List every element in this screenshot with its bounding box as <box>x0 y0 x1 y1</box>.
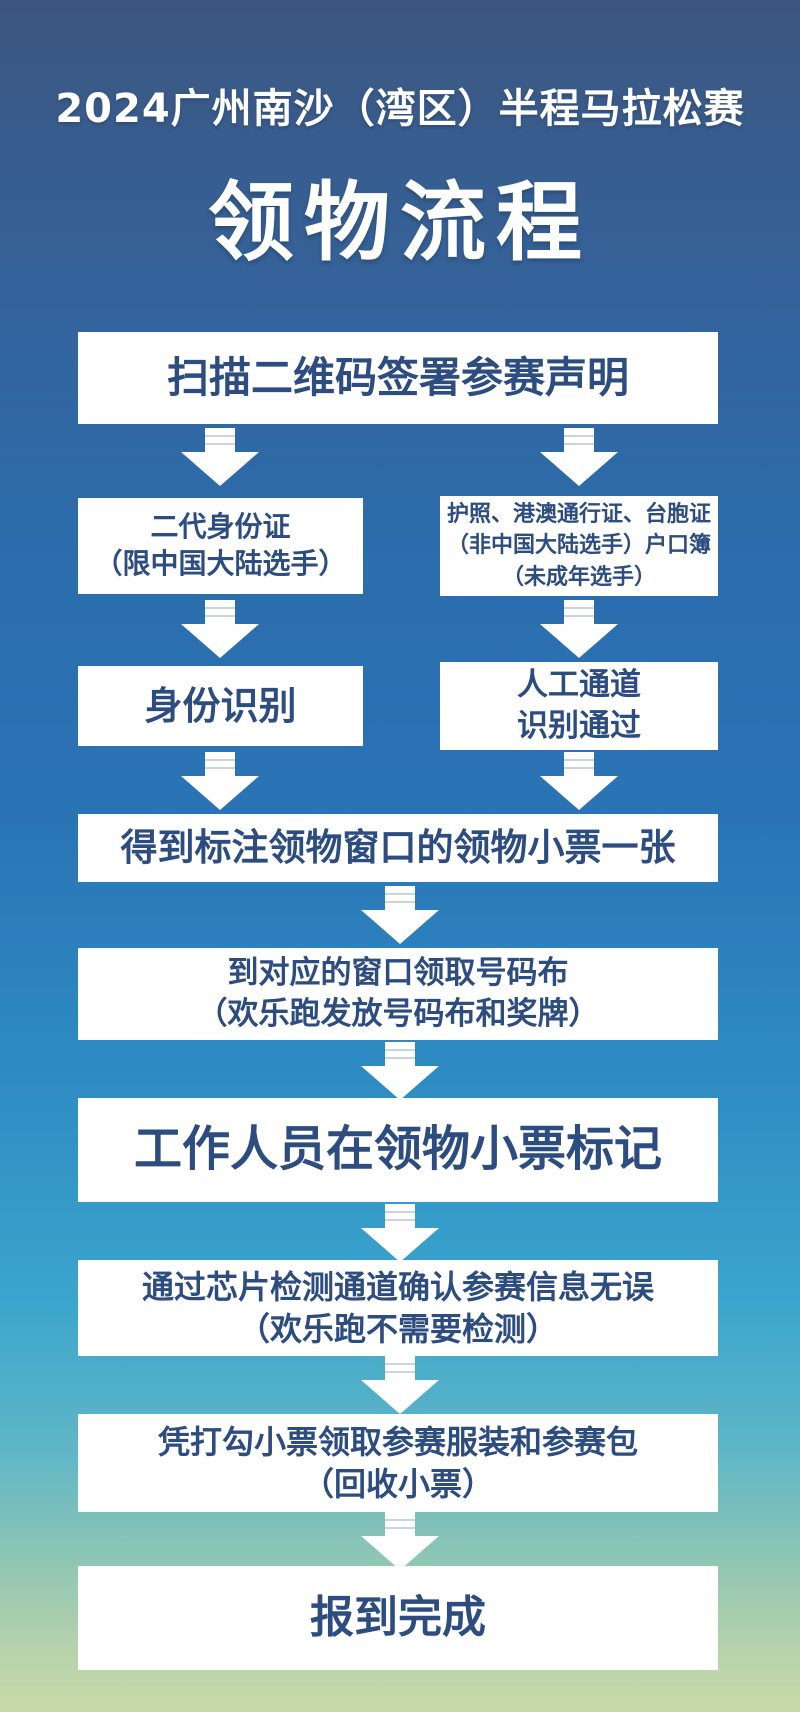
branch-manual-channel-line2: 识别通过 <box>517 708 641 744</box>
step-staff-mark-box: 工作人员在领物小票标记 <box>78 1098 718 1202</box>
down-arrow-icon <box>181 600 259 658</box>
arrow-head <box>540 452 618 486</box>
page-title: 领物流程 <box>208 173 592 273</box>
arrow-head <box>540 776 618 810</box>
branch-china-id-line2: （限中国大陆选手） <box>94 547 347 580</box>
branch-other-id-line3: （未成年选手） <box>501 564 656 590</box>
branch-other-id-box: 护照、港澳通行证、台胞证 （非中国大陆选手）户口簿 （未成年选手） <box>440 496 718 596</box>
down-arrow-icon <box>361 1204 439 1262</box>
branch-china-id-line1: 二代身份证 <box>150 510 291 544</box>
step-chip-check-line2: （欢乐跑不需要检测） <box>237 1310 558 1348</box>
branch-other-id-line1: 护照、港澳通行证、台胞证 <box>446 502 711 528</box>
arrow-shaft <box>385 1204 415 1228</box>
arrow-shaft <box>205 428 235 452</box>
branch-china-id-box: 二代身份证 （限中国大陆选手） <box>78 498 363 594</box>
arrow-head <box>181 624 259 658</box>
branch-identity-check-label: 身份识别 <box>144 683 297 728</box>
arrow-shaft <box>564 428 594 452</box>
step-staff-mark-label: 工作人员在领物小票标记 <box>133 1121 662 1178</box>
branch-identity-check-box: 身份识别 <box>78 666 363 746</box>
arrow-shaft <box>205 752 235 776</box>
branch-manual-channel-line1: 人工通道 <box>517 667 641 704</box>
arrow-head <box>181 452 259 486</box>
arrow-shaft <box>385 886 415 910</box>
down-arrow-icon <box>181 752 259 810</box>
arrow-shaft <box>385 1042 415 1066</box>
step-kit-pickup-box: 凭打勾小票领取参赛服装和参赛包 （回收小票） <box>78 1414 718 1512</box>
arrow-head <box>540 624 618 658</box>
arrow-head <box>361 1066 439 1100</box>
arrow-head <box>361 1536 439 1570</box>
down-arrow-icon <box>361 886 439 944</box>
arrow-head <box>361 1228 439 1262</box>
step-scan-qr-box: 扫描二维码签署参赛声明 <box>78 332 718 424</box>
step-kit-pickup-line1: 凭打勾小票领取参赛服装和参赛包 <box>157 1422 638 1461</box>
down-arrow-icon <box>361 1356 439 1414</box>
down-arrow-icon <box>540 752 618 810</box>
down-arrow-icon <box>540 600 618 658</box>
step-done-label: 报到完成 <box>310 1591 486 1643</box>
down-arrow-icon <box>181 428 259 486</box>
step-ticket-box: 得到标注领物窗口的领物小票一张 <box>78 814 718 882</box>
arrow-head <box>361 1380 439 1414</box>
down-arrow-icon <box>540 428 618 486</box>
step-ticket-label: 得到标注领物窗口的领物小票一张 <box>120 825 676 869</box>
step-bib-pickup-line2: （欢乐跑发放号码布和奖牌） <box>196 996 600 1032</box>
arrow-head <box>181 776 259 810</box>
branch-other-id-line2: （非中国大陆选手）户口簿 <box>446 533 711 559</box>
step-bib-pickup-line1: 到对应的窗口领取号码布 <box>227 955 569 992</box>
step-scan-qr-label: 扫描二维码签署参赛声明 <box>166 353 629 403</box>
step-kit-pickup-line2: （回收小票） <box>301 1465 494 1503</box>
arrow-shaft <box>564 600 594 624</box>
arrow-shaft <box>564 752 594 776</box>
step-chip-check-box: 通过芯片检测通道确认参赛信息无误 （欢乐跑不需要检测） <box>78 1260 718 1356</box>
branch-manual-channel-box: 人工通道 识别通过 <box>440 662 718 750</box>
step-done-box: 报到完成 <box>78 1566 718 1670</box>
event-title: 2024广州南沙（湾区）半程马拉松赛 <box>55 86 745 132</box>
step-bib-pickup-box: 到对应的窗口领取号码布 （欢乐跑发放号码布和奖牌） <box>78 948 718 1040</box>
arrow-shaft <box>385 1512 415 1536</box>
arrow-shaft <box>205 600 235 624</box>
arrow-head <box>361 910 439 944</box>
down-arrow-icon <box>361 1042 439 1100</box>
step-chip-check-line1: 通过芯片检测通道确认参赛信息无误 <box>141 1267 654 1306</box>
arrow-shaft <box>385 1356 415 1380</box>
down-arrow-icon <box>361 1512 439 1570</box>
